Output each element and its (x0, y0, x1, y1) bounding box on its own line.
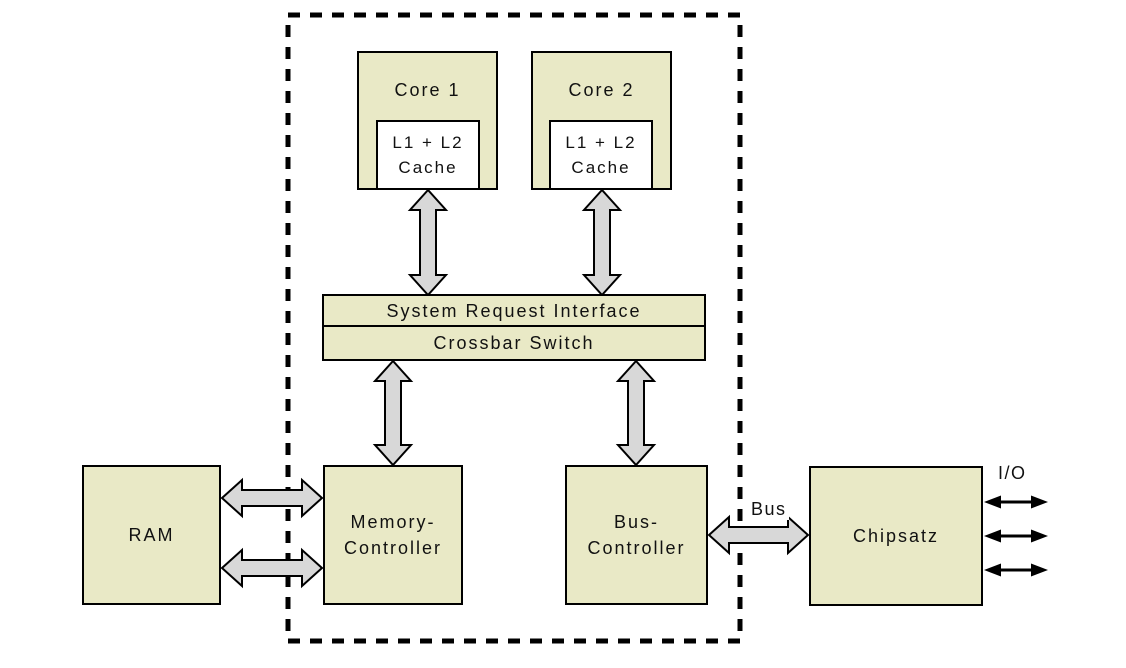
crossbar-switch-label: Crossbar Switch (433, 333, 595, 353)
chipset-label: Chipsatz (852, 526, 940, 546)
memory-controller-line2: Controller (343, 538, 443, 558)
ram-block: RAM (82, 465, 221, 605)
arrow-ram-memory-controller-lower (220, 547, 324, 589)
bus-controller-block: Bus- Controller (565, 465, 708, 605)
crossbar-switch-block: Crossbar Switch (322, 325, 706, 361)
io-arrow-1 (984, 495, 1048, 509)
chipset-block: Chipsatz (809, 466, 983, 606)
core2-cache-line2: Cache (571, 158, 631, 177)
bus-controller-line2: Controller (587, 538, 686, 558)
core2-cache-block: L1 + L2 Cache (549, 120, 653, 190)
core1-cache-line2: Cache (398, 158, 458, 177)
ram-label: RAM (128, 525, 175, 545)
system-request-interface-label: System Request Interface (386, 300, 642, 321)
io-arrow-3 (984, 563, 1048, 577)
arrow-crossbar-memory-controller (372, 359, 414, 467)
arrow-crossbar-bus-controller (615, 359, 657, 467)
arrow-cache1-sri (407, 188, 449, 297)
core1-cache-block: L1 + L2 Cache (376, 120, 480, 190)
bus-label: Bus (749, 499, 789, 520)
io-label: I/O (998, 463, 1027, 483)
memory-controller-line1: Memory- (350, 512, 436, 532)
arrow-bus-controller-chipset (707, 514, 810, 556)
core2-cache-line1: L1 + L2 (565, 133, 637, 152)
arrow-ram-memory-controller-upper (220, 477, 324, 519)
bus-controller-line1: Bus- (613, 512, 659, 532)
memory-controller-block: Memory- Controller (323, 465, 463, 605)
core2-label: Core 2 (568, 80, 635, 100)
core1-label: Core 1 (394, 80, 461, 100)
io-arrow-2 (984, 529, 1048, 543)
core1-cache-line1: L1 + L2 (392, 133, 464, 152)
system-request-interface-block: System Request Interface (322, 294, 706, 327)
arrow-cache2-sri (581, 188, 623, 297)
cpu-package-boundary (285, 12, 743, 644)
